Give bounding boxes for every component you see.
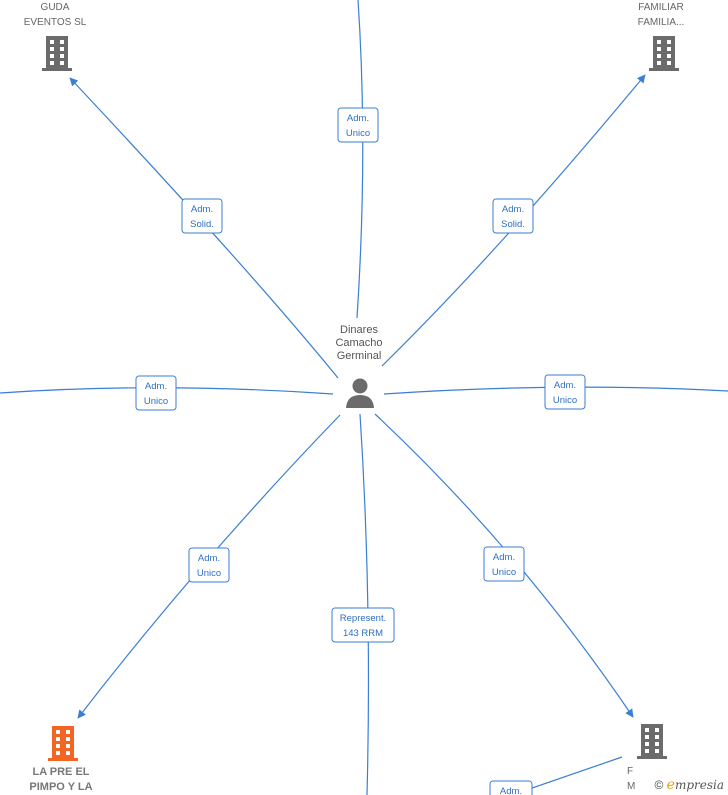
brand-logo-e: e [666,777,675,793]
svg-text:Adm.: Adm. [502,204,524,215]
svg-text:Adm.: Adm. [493,552,515,563]
edge-bottom [359,413,370,795]
svg-text:Unico: Unico [553,395,577,406]
svg-text:Adm.: Adm. [347,113,369,124]
svg-text:143 RRM: 143 RRM [343,628,383,639]
person-icon[interactable] [345,377,375,409]
svg-text:Adm.: Adm. [191,204,213,215]
svg-text:Adm.: Adm. [500,786,522,795]
svg-text:Unico: Unico [492,567,516,578]
company-label-top-left[interactable]: GUDA EVENTOS SL [23,2,87,28]
svg-text:Unico: Unico [197,568,221,579]
building-icon[interactable] [648,36,680,72]
svg-text:Solid.: Solid. [190,219,214,230]
company-label-top-right[interactable]: FAMILIAR FAMILIA... [637,2,685,28]
highlighted-building-icon[interactable] [47,726,79,762]
edge-label-bottom-right[interactable]: Adm. Unico [483,546,525,582]
edge-top-right [381,74,646,367]
svg-text:Unico: Unico [346,128,370,139]
edge-label-left[interactable]: Adm. Unico [135,375,177,411]
edge-label-bottom[interactable]: Represent. 143 RRM [331,607,395,643]
svg-text:Unico: Unico [144,396,168,407]
edge-label-right[interactable]: Adm. Unico [544,374,586,410]
building-icon[interactable] [41,36,73,72]
edge-top [356,0,364,319]
svg-text:Adm.: Adm. [198,553,220,564]
building-icon[interactable] [636,724,668,760]
svg-text:Solid.: Solid. [501,219,525,230]
copyright-symbol: © [654,778,664,792]
brand-logo-text: mpresia [674,778,724,792]
edge-label-top[interactable]: Adm. Unico [337,107,379,143]
company-label-bottom-left[interactable]: LA PRE EL PIMPO Y LA [29,766,93,793]
svg-text:Represent.: Represent. [340,613,386,624]
edge-label-top-left[interactable]: Adm. Solid. [181,198,223,234]
edge-label-top-right[interactable]: Adm. Solid. [492,198,534,234]
svg-text:Adm.: Adm. [145,381,167,392]
center-person-label[interactable]: Dinares Camacho Germinal [335,324,383,362]
company-label-bottom-right[interactable]: F M [627,766,636,792]
brand-footer: © empresia [652,777,726,793]
edge-label-bottom-left[interactable]: Adm. Unico [188,547,230,583]
edge-label-bottom-right-extra[interactable]: Adm. [489,780,533,795]
svg-text:Adm.: Adm. [554,380,576,391]
edge-top-left [69,77,339,379]
